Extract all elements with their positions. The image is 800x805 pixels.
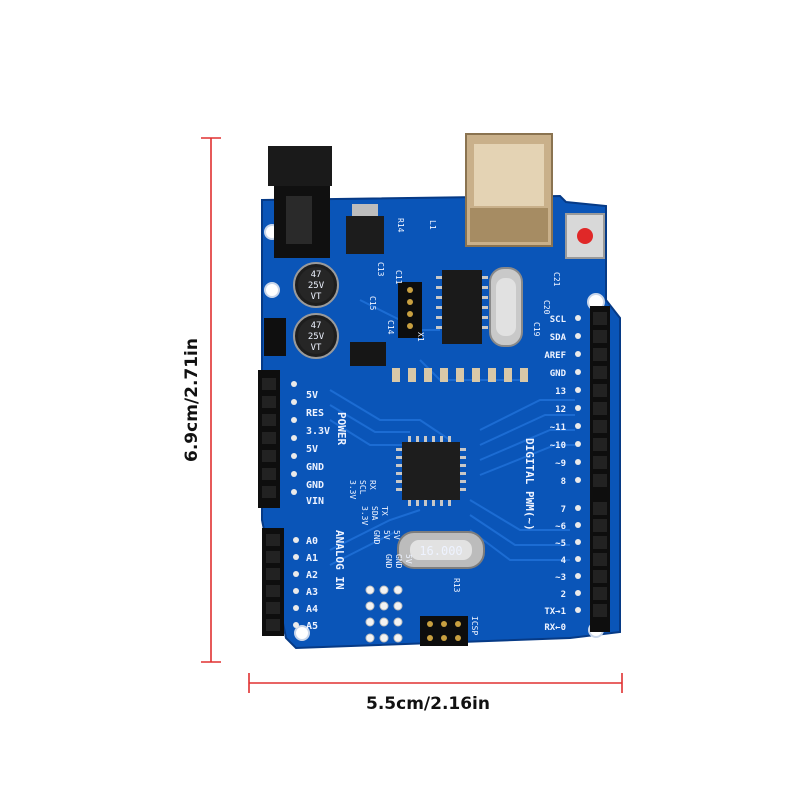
silk-label: L1: [428, 220, 437, 230]
digital-header-title: DIGITAL PWM(~): [523, 438, 536, 531]
analog-pin-label: A2: [306, 570, 318, 581]
digital-pin-label: ~11: [550, 423, 566, 433]
digital-lower-pin-labels: 7 ~6 ~5 4 ~3 2 TX→1 RX←0: [544, 505, 566, 633]
silk-label: C11: [394, 270, 403, 285]
analog-pin-label: A4: [306, 604, 318, 615]
silk-label: C20: [542, 300, 551, 315]
misc-silkscreen: C13 C11 C15 C14 R14 L1 R13 ICSP C21 C20 …: [368, 218, 561, 635]
silk-label: C13: [376, 262, 385, 277]
silk-label: R13: [452, 578, 461, 593]
power-pin-label: RES: [306, 408, 324, 419]
digital-header-upper: [575, 306, 610, 496]
capacitor-2-line2: 25V: [308, 332, 325, 342]
small-ic: [350, 342, 386, 366]
i2c-label: 5V: [392, 530, 401, 540]
i2c-label: 5V: [404, 554, 413, 564]
silk-label: C15: [368, 296, 377, 311]
i2c-label: GND: [394, 554, 403, 569]
i2c-label: TX: [380, 506, 389, 516]
digital-pin-label: RX←0: [544, 623, 566, 633]
digital-pin-label: 12: [555, 405, 566, 415]
i2c-label: 3.3V: [360, 506, 369, 525]
capacitor-1-line3: VT: [311, 292, 322, 302]
digital-pin-label: 8: [561, 477, 566, 487]
digital-pin-label: AREF: [544, 351, 566, 361]
i2c-label: GND: [384, 554, 393, 569]
i2c-label: SCL: [358, 480, 367, 495]
analog-pin-label: A3: [306, 587, 318, 598]
digital-upper-pin-labels: SCL SDA AREF GND 13 12 ~11 ~10 ~9 8: [544, 315, 566, 487]
i2c-label: 5V: [382, 530, 391, 540]
height-dimension-line: [201, 137, 221, 663]
power-pin-label: VIN: [306, 496, 324, 507]
analog-pin-label: A1: [306, 553, 318, 564]
capacitor-1-line2: 25V: [308, 281, 325, 291]
voltage-regulator: [346, 204, 384, 254]
crystal-label: 16.000: [419, 544, 462, 558]
i2c-label: RX: [368, 480, 377, 490]
digital-pin-label: TX→1: [544, 607, 566, 617]
silk-label: R14: [396, 218, 405, 233]
digital-pin-label: ~5: [555, 539, 566, 549]
power-header-title: POWER: [335, 412, 348, 445]
analog-pin-labels: A0 A1 A2 A3 A4 A5: [306, 536, 318, 632]
usb-b-connector: [465, 133, 553, 247]
power-pin-label: GND: [306, 462, 324, 473]
icsp-header: [420, 616, 468, 646]
diode: [264, 318, 286, 356]
main-crystal: 16.000: [397, 531, 485, 569]
height-label: 6.9cm/2.71in: [182, 338, 202, 462]
capacitor-1: 47 25V VT: [293, 262, 339, 308]
digital-pin-label: ~6: [555, 522, 566, 532]
power-pin-label: 5V: [306, 390, 318, 401]
power-pin-label: GND: [306, 480, 324, 491]
i2c-label: 3.3V: [348, 480, 357, 499]
power-pin-labels: 5V RES 3.3V 5V GND GND VIN: [306, 390, 330, 507]
i2c-label: GND: [372, 530, 381, 545]
digital-pin-label: ~9: [555, 459, 566, 469]
width-label: 5.5cm/2.16in: [366, 694, 490, 714]
i2c-label: SDA: [370, 506, 379, 521]
dc-power-jack: [268, 146, 332, 258]
digital-pin-label: 4: [561, 556, 567, 566]
digital-pin-label: 13: [555, 387, 566, 397]
silk-label: C21: [552, 272, 561, 287]
silk-label: C14: [386, 320, 395, 335]
serial-i2c-labels: RX TX 5V 5V SCL SDA 5V GND 3.3V 3.3V GND…: [348, 480, 413, 569]
analog-pin-label: A0: [306, 536, 318, 547]
digital-pin-label: 2: [561, 590, 566, 600]
analog-pin-label: A5: [306, 621, 318, 632]
usb-serial-chip: [436, 270, 488, 344]
power-header: [258, 370, 297, 508]
analog-header: [262, 528, 299, 636]
unpopulated-header-holes: [365, 585, 403, 643]
silk-label: C19: [532, 322, 541, 337]
pin-header-small: [398, 282, 422, 338]
digital-pin-label: SCL: [550, 315, 567, 325]
small-crystal: [489, 267, 523, 347]
capacitor-2-line3: VT: [311, 343, 322, 353]
reset-button: [565, 213, 605, 259]
analog-header-title: ANALOG IN: [333, 530, 346, 590]
digital-pin-label: ~3: [555, 573, 566, 583]
digital-pin-label: ~10: [550, 441, 566, 451]
digital-pin-label: SDA: [550, 333, 567, 343]
capacitor-2: 47 25V VT: [293, 313, 339, 359]
capacitor-2-line1: 47: [311, 321, 322, 331]
smd-resistor-row: [392, 368, 528, 382]
power-pin-label: 5V: [306, 444, 318, 455]
digital-pin-label: GND: [550, 369, 567, 379]
arduino-board: [261, 194, 621, 650]
microcontroller-chip: [396, 436, 466, 506]
silk-label: ICSP: [470, 616, 479, 635]
digital-header-lower: [575, 496, 610, 632]
capacitor-1-line1: 47: [311, 270, 322, 280]
digital-pin-label: 7: [561, 505, 566, 515]
power-pin-label: 3.3V: [306, 426, 330, 437]
silk-label: X1: [416, 332, 425, 342]
width-dimension-line: [248, 673, 623, 693]
